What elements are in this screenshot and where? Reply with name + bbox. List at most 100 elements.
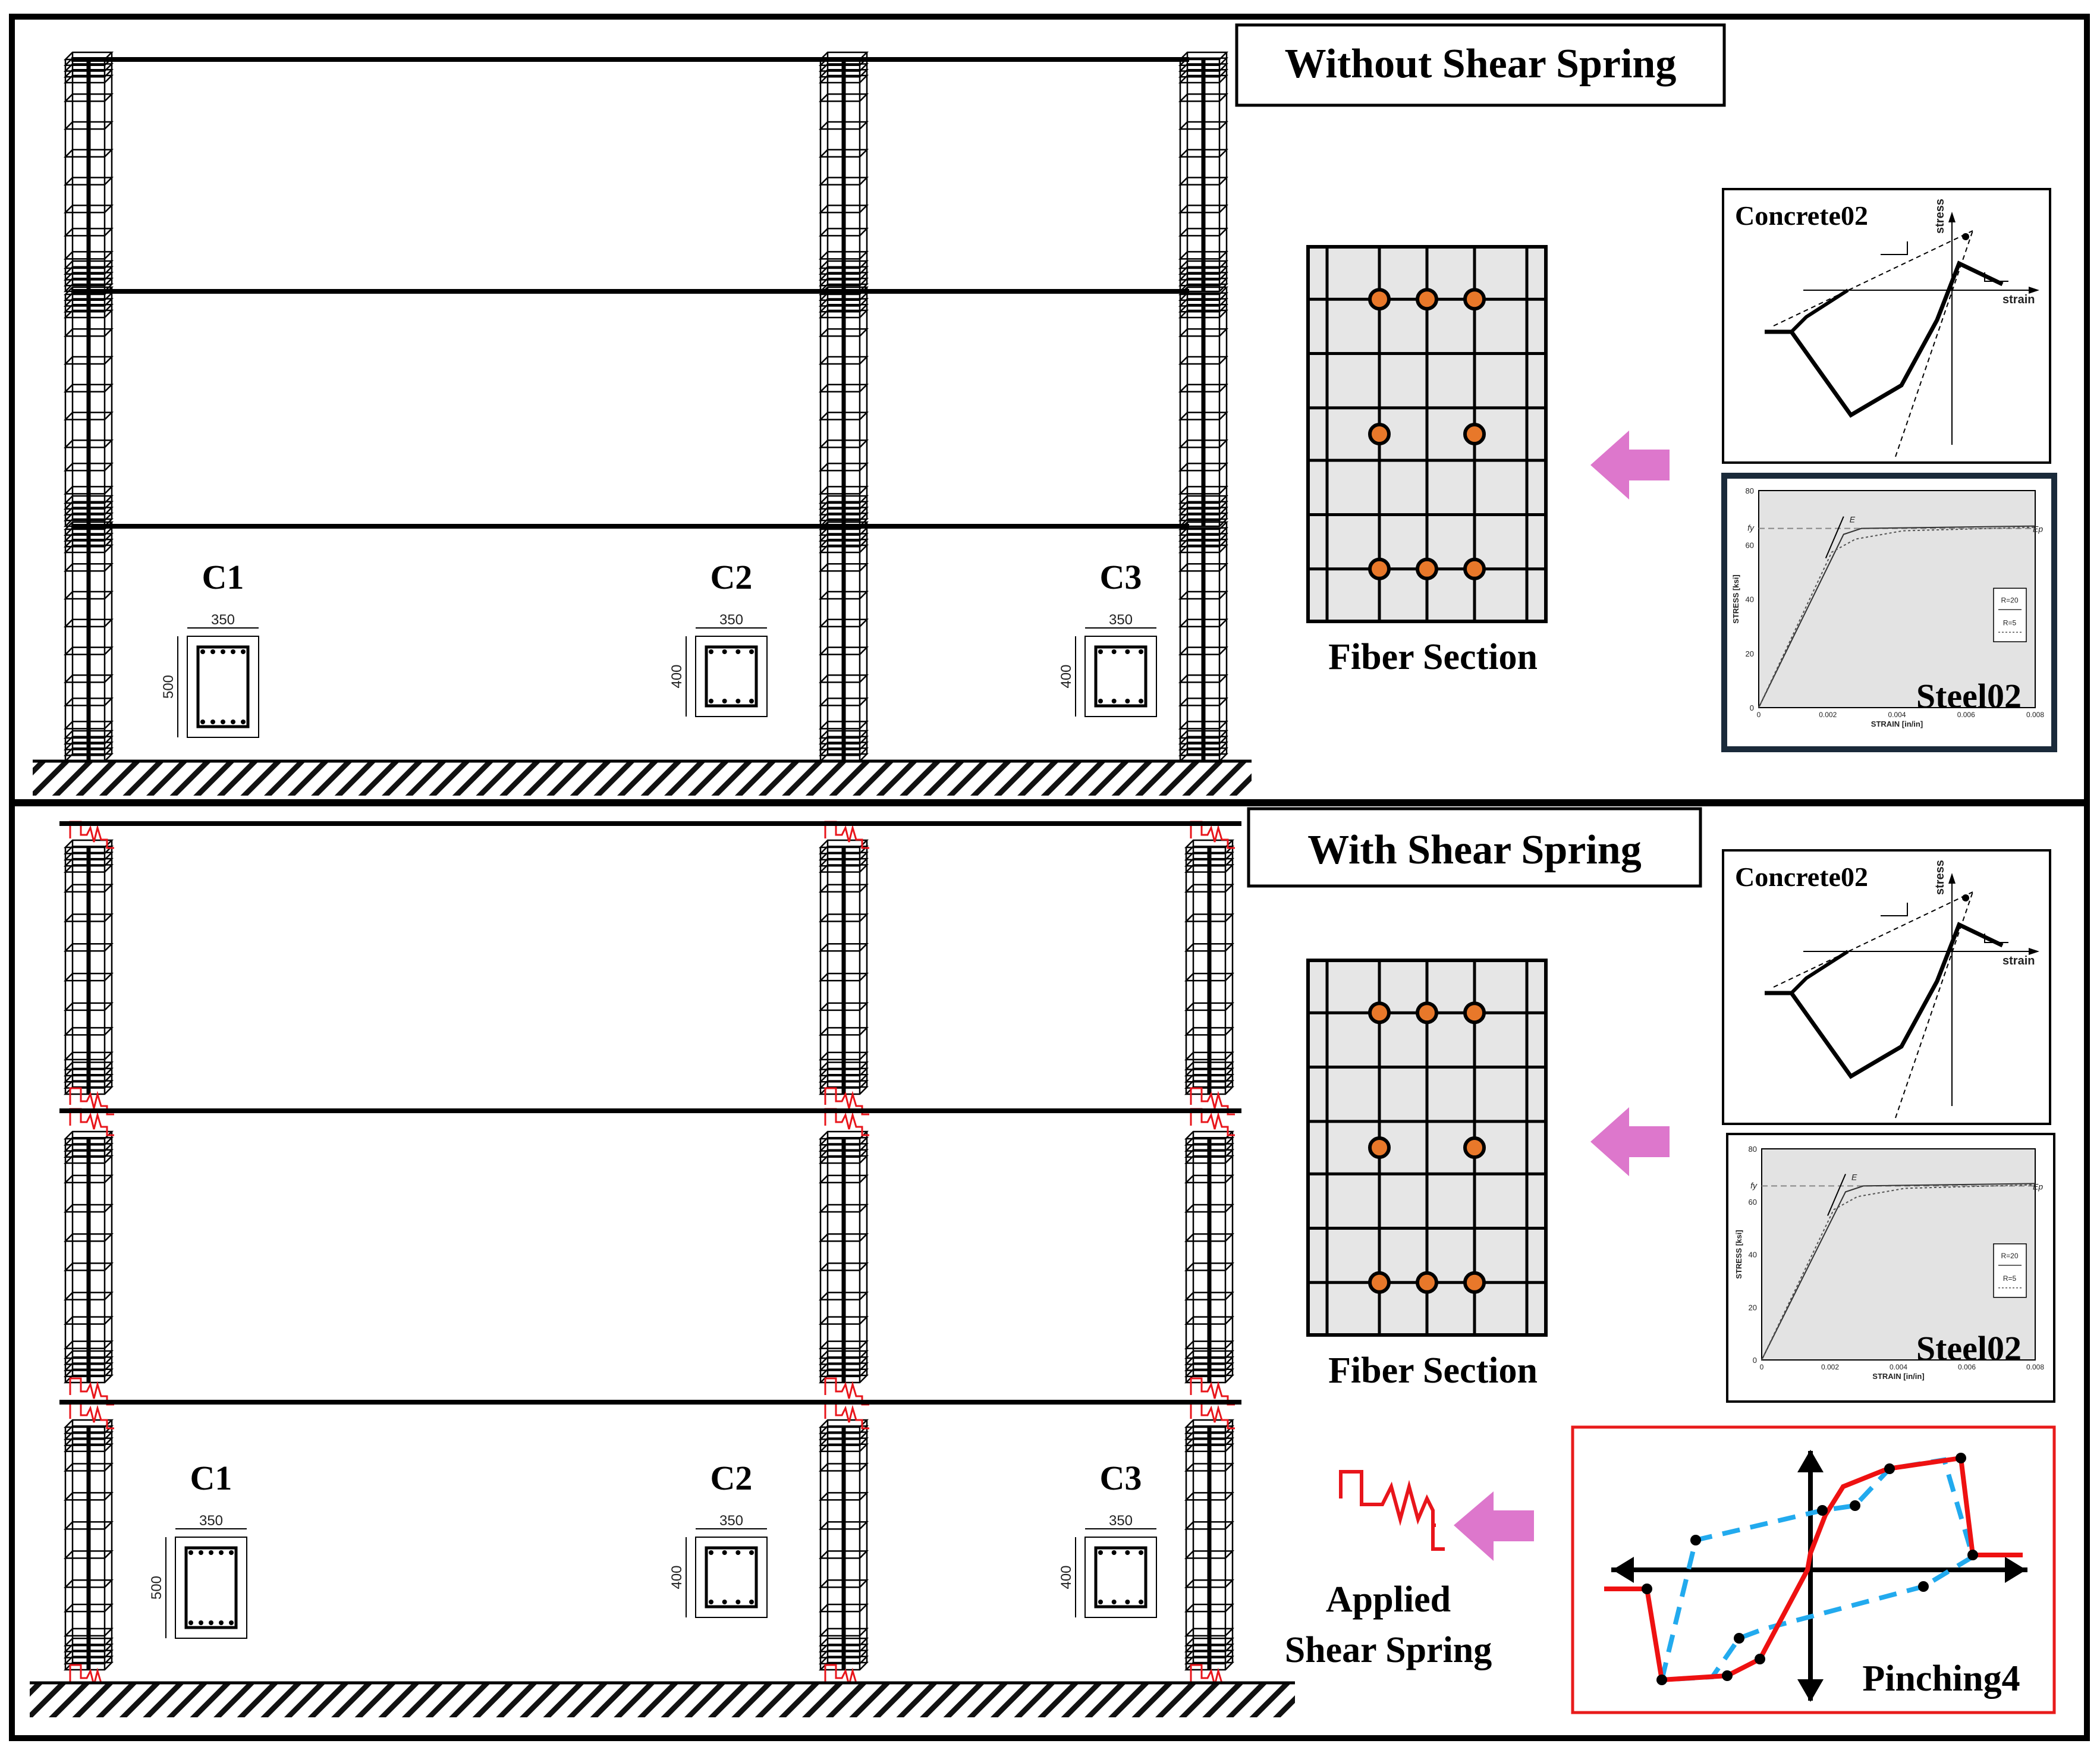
spring-icon-2-5: [824, 1401, 869, 1430]
section-c3-bottom-bar: [1111, 1600, 1117, 1604]
section-c2-bottom-stirrup: [705, 1546, 758, 1609]
concrete-top-slope-mark-2: [1984, 272, 2008, 282]
steel-top-ylabel: STRESS [ksi]: [1731, 574, 1740, 623]
section-c1-bottom-bar: [229, 1550, 234, 1555]
steel-top-xtick: 0.008: [2026, 711, 2044, 719]
concrete-bottom-slope-mark: [1881, 903, 1908, 916]
section-c3-top-bar: [1139, 649, 1143, 654]
section-c3-bottom-bar: [1098, 1600, 1103, 1604]
section-c2-bottom-bar: [722, 1600, 727, 1604]
section-c2-top-bar: [709, 649, 713, 654]
section-c1-top-dim-height: 500: [161, 675, 177, 699]
section-c3-bottom-stirrup: [1094, 1546, 1148, 1609]
steel-top-ytick: 0: [1750, 703, 1754, 712]
section-c2-top-bar: [722, 649, 727, 654]
fiber-top-rebar: [1463, 288, 1486, 311]
steel-bottom-r20-curve: [1761, 1183, 2036, 1361]
section-c2-bottom-label: C2: [711, 1459, 753, 1497]
column-bottom-story1-1: [63, 1419, 114, 1671]
fiber-bottom-rebar: [1463, 1271, 1486, 1294]
steel-top-fy-label: fy: [1747, 523, 1755, 533]
steel-bottom-ytick: 20: [1749, 1303, 1757, 1312]
steel-top-legend: [1993, 588, 2027, 642]
section-c2-top-bar: [749, 649, 754, 654]
section-c1-bottom-bar: [209, 1550, 213, 1555]
section-c2-top-bar: [749, 699, 754, 703]
section-c3-bottom-dim-width: 350: [1109, 1513, 1133, 1529]
steel-bottom-legend-r20: R=20: [2001, 1252, 2018, 1260]
section-c3-top-bar: [1125, 699, 1130, 703]
section-c2-bottom-bar: [749, 1550, 754, 1555]
arrow-icon-bottom-fiber: [1590, 1107, 1670, 1176]
column-top-story1-3: [1178, 521, 1229, 762]
concrete-top-frame: [1722, 188, 2051, 464]
concrete-bottom-y-arrow: [1948, 873, 1956, 884]
concrete-bottom-title: Concrete02: [1735, 862, 1868, 892]
steel-top-xtick: 0.006: [1957, 711, 1975, 719]
concrete-bottom-curve-upper: [1790, 950, 1849, 995]
concrete-bottom-strain-label: strain: [2002, 954, 2035, 967]
fiber-bottom-rebar: [1463, 1136, 1486, 1159]
steel-bottom-xtick: 0.004: [1890, 1363, 1907, 1371]
concrete-bottom-peak-dot: [1962, 894, 1969, 901]
section-c1-top-bar: [231, 720, 235, 724]
column-top-story2-3: [1178, 286, 1229, 527]
section-c2-bottom-bar: [722, 1550, 727, 1555]
steel-bottom-ytick: 40: [1749, 1251, 1757, 1259]
steel-top-legend-r20: R=20: [2001, 596, 2018, 604]
steel-bottom-ylabel: STRESS [ksi]: [1734, 1230, 1743, 1278]
steel-bottom-legend: [1993, 1243, 2027, 1298]
section-c1-top-stirrup: [196, 645, 250, 728]
steel-bottom-E-label: E: [1851, 1172, 1857, 1182]
section-c3-top-bar: [1098, 649, 1103, 654]
section-c2-top-bar: [735, 699, 741, 703]
pinching4-label: Pinching4: [1862, 1658, 2020, 1699]
fiber-section-label-top: Fiber Section: [1328, 637, 1538, 677]
steel-top-xtick: 0.002: [1819, 711, 1837, 719]
fiber-top-rebar: [1368, 423, 1391, 445]
section-c2-bottom-bar: [735, 1600, 741, 1604]
column-top-story2-2: [818, 286, 869, 527]
section-c3-top-bar: [1139, 699, 1143, 703]
fiber-top-rebar: [1463, 557, 1486, 580]
concrete-bottom-frame: [1722, 849, 2051, 1125]
steel-bottom-fy-label: fy: [1750, 1180, 1758, 1190]
section-c1-bottom-bar: [229, 1620, 234, 1625]
section-c2-top-label: C2: [711, 558, 753, 596]
section-c1-top-label: C1: [202, 558, 244, 596]
column-top-story3-1: [63, 51, 114, 293]
fiber-section-bottom: [1306, 959, 1548, 1337]
section-c2-top-stirrup: [705, 645, 758, 708]
steel-bottom-xtick: 0.006: [1958, 1363, 1976, 1371]
concrete-top-title: Concrete02: [1735, 200, 1868, 231]
concrete-bottom-dashed-1: [1773, 891, 1973, 988]
section-c2-bottom-bar: [709, 1600, 713, 1604]
title-with-spring: With Shear Spring: [1307, 827, 1641, 873]
column-top-story3-2: [818, 51, 869, 293]
steel-top-legend-r5: R=5: [2003, 618, 2017, 627]
steel-bottom-ytick: 60: [1749, 1198, 1757, 1207]
section-c1-bottom-dim-width: 350: [199, 1513, 223, 1529]
section-c2-top-dim-width: 350: [719, 612, 743, 628]
concrete-top-slope-mark: [1881, 241, 1908, 255]
column-bottom-story3-3: [1184, 839, 1235, 1095]
section-c1-top-bar: [200, 720, 205, 724]
fiber-section-label-bottom: Fiber Section: [1328, 1350, 1538, 1391]
section-c3-bottom-label: C3: [1100, 1459, 1142, 1497]
section-c3-top-label: C3: [1100, 558, 1142, 596]
fiber-bottom-rebar: [1368, 1001, 1391, 1025]
fiber-top-rebar: [1463, 423, 1486, 445]
column-bottom-story2-3: [1184, 1130, 1235, 1384]
concrete-bottom-dashed-2: [1895, 891, 1973, 1119]
section-c3-bottom-bar: [1139, 1550, 1143, 1555]
steel-top-Ep-label: Ep: [2033, 524, 2043, 534]
section-c1-top-bar: [210, 720, 215, 724]
section-c1-bottom-label: C1: [190, 1459, 232, 1497]
fiber-bottom-rebar: [1368, 1271, 1391, 1294]
steel-bottom-ytick: 80: [1749, 1145, 1757, 1154]
column-top-story1-2: [818, 521, 869, 762]
